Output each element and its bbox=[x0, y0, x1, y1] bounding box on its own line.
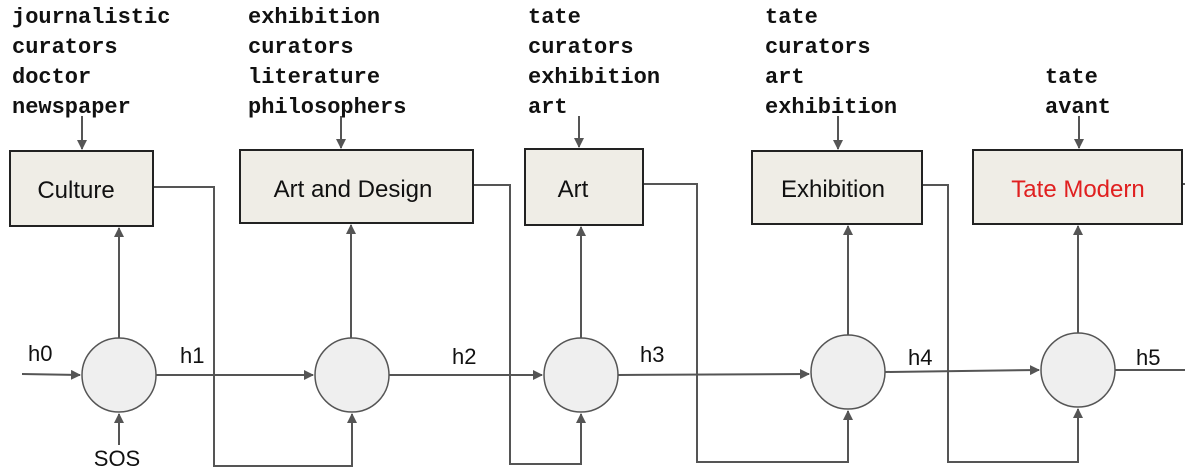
feedback-connector bbox=[922, 184, 1083, 463]
keyword: literature bbox=[248, 65, 380, 90]
feedback-connector bbox=[643, 183, 853, 463]
output-label: Culture bbox=[37, 177, 114, 204]
keyword-list-5: tate avant bbox=[1045, 65, 1111, 120]
keyword: tate bbox=[765, 5, 818, 30]
keyword: exhibition bbox=[765, 95, 897, 120]
output-box-tate-modern: Tate Modern bbox=[972, 149, 1183, 225]
hidden-state-label: h0 bbox=[28, 341, 52, 366]
keyword: art bbox=[528, 95, 568, 120]
keyword-list-4: tate curators art exhibition bbox=[765, 5, 897, 120]
output-box-art: Art bbox=[524, 148, 644, 226]
keyword: newspaper bbox=[12, 95, 131, 120]
rnn-cell-2 bbox=[314, 337, 390, 413]
hidden-state-arrow bbox=[617, 369, 810, 380]
output-box-exhibition: Exhibition bbox=[751, 150, 923, 225]
feedback-connector bbox=[153, 186, 357, 467]
hidden-state-arrow bbox=[884, 365, 1040, 376]
output-label: Art and Design bbox=[274, 176, 433, 203]
keyword: exhibition bbox=[528, 65, 660, 90]
hidden-state-label: h3 bbox=[640, 342, 664, 367]
keyword-list-3: tate curators exhibition art bbox=[528, 5, 660, 120]
keyword: curators bbox=[248, 35, 354, 60]
output-label: Tate Modern bbox=[1011, 176, 1144, 203]
output-label: Exhibition bbox=[781, 176, 885, 203]
rnn-cell-1 bbox=[81, 337, 157, 413]
keyword: art bbox=[765, 65, 805, 90]
keyword: tate bbox=[528, 5, 581, 30]
keyword: journalistic bbox=[12, 5, 170, 30]
keyword: curators bbox=[12, 35, 118, 60]
keyword-list-2: exhibition curators literature philosoph… bbox=[248, 5, 406, 120]
start-token-label: SOS bbox=[94, 446, 140, 470]
hidden-state-label: h1 bbox=[180, 343, 204, 368]
output-label: Art bbox=[558, 176, 589, 203]
rnn-cell-5 bbox=[1040, 332, 1116, 408]
feedback-connector bbox=[473, 184, 586, 465]
keyword: doctor bbox=[12, 65, 91, 90]
connectors bbox=[21, 116, 1185, 467]
hidden-state-arrow bbox=[21, 369, 81, 380]
keyword-list-1: journalistic curators doctor newspaper bbox=[12, 5, 170, 120]
keyword: avant bbox=[1045, 95, 1111, 120]
keyword: curators bbox=[528, 35, 634, 60]
rnn-cell-4 bbox=[810, 334, 886, 410]
keyword: curators bbox=[765, 35, 871, 60]
keyword: exhibition bbox=[248, 5, 380, 30]
hidden-state-label: h2 bbox=[452, 344, 476, 369]
hidden-state-label: h4 bbox=[908, 345, 932, 370]
keyword: philosophers bbox=[248, 95, 406, 120]
output-box-culture: Culture bbox=[9, 150, 154, 227]
output-box-art-and-design: Art and Design bbox=[239, 149, 474, 224]
hidden-state-label: h5 bbox=[1136, 345, 1160, 370]
keyword: tate bbox=[1045, 65, 1098, 90]
rnn-cell-3 bbox=[543, 337, 619, 413]
